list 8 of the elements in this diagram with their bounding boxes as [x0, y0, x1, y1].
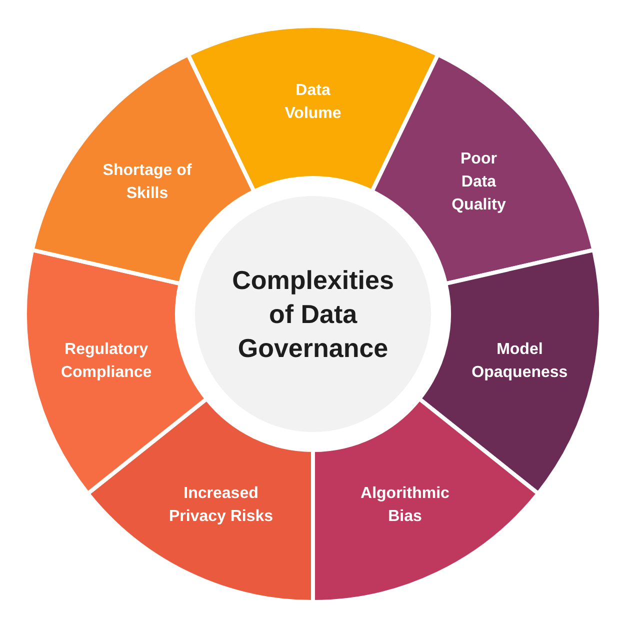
segment-label: Regulatory Compliance	[51, 338, 162, 384]
center-title: Complexities of Data Governance	[231, 264, 395, 365]
segment-label: Shortage of Skills	[100, 158, 195, 205]
segment-label: Model Opaqueness	[464, 338, 575, 384]
segment-label: Increased Privacy Risks	[161, 482, 282, 528]
segment-label: Poor Data Quality	[444, 147, 514, 216]
segment-label: Data Volume	[278, 79, 348, 125]
segment-label: Algorithmic Bias	[350, 482, 460, 528]
